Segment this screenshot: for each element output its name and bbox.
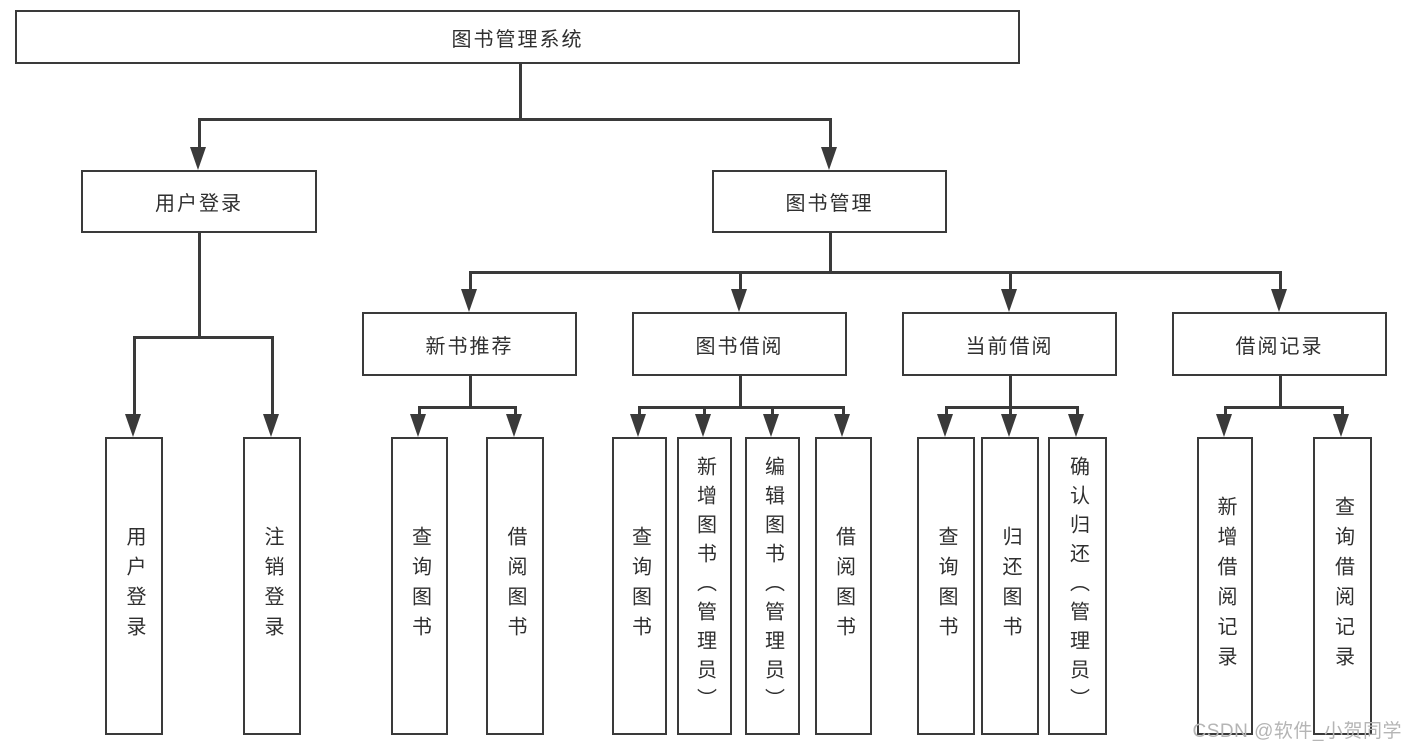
leaf-label: 新增图书（管理员） [693,455,716,717]
arrow-down-icon [125,414,141,437]
connector-section-trunk [469,376,472,408]
connector-user-trunk [198,233,201,337]
arrow-down-icon [461,289,477,312]
connector-root-trunk [519,64,522,119]
connector-section-split [945,406,1079,409]
node-book-borrowing: 图书借阅 [632,312,847,376]
leaf-label: 查询图书 [935,526,957,646]
connector-line [1009,271,1012,293]
arrow-down-icon [763,414,779,437]
connector-section-split [418,406,517,409]
node-new-book-recommendation: 新书推荐 [362,312,577,376]
arrow-down-icon [506,414,522,437]
connector-l3-split [469,271,1281,274]
arrow-down-icon [1216,414,1232,437]
watermark-text: CSDN @软件_小贺同学 [1192,721,1402,742]
connector-line [418,406,421,418]
leaf-label: 确认归还（管理员） [1066,455,1089,717]
connector-line [945,406,948,418]
connector-l2-split [198,118,831,121]
arrow-down-icon [1001,414,1017,437]
arrow-down-icon [263,414,279,437]
connector-line [771,406,774,418]
leaf-label: 查询图书 [408,526,431,646]
connector-line [638,406,641,418]
connector-line [739,271,742,293]
arrow-down-icon [695,414,711,437]
leaf-label: 借阅图书 [504,526,526,646]
connector-section-trunk [1009,376,1012,408]
connector-line [842,406,845,418]
leaf-label: 注销登录 [261,526,283,646]
connector-line [829,118,832,148]
connector-section-split [1224,406,1344,409]
leaf-query-books-current: 查询图书 [917,437,975,735]
connector-line [1076,406,1079,418]
connector-line [1279,271,1282,293]
leaf-label: 查询图书 [628,526,651,646]
connector-line [1224,406,1227,418]
node-library-system: 图书管理系统 [15,10,1020,64]
leaf-confirm-return-admin: 确认归还（管理员） [1048,437,1107,735]
arrow-down-icon [821,147,837,170]
arrow-down-icon [190,147,206,170]
leaf-query-books-borrowing: 查询图书 [612,437,667,735]
node-user-login-branch: 用户登录 [81,170,317,233]
node-current-borrowing: 当前借阅 [902,312,1117,376]
arrow-down-icon [1333,414,1349,437]
connector-line [1341,406,1344,418]
connector-line [514,406,517,418]
arrow-down-icon [630,414,646,437]
leaf-label: 借阅图书 [832,526,855,646]
leaf-query-books-recommend: 查询图书 [391,437,448,735]
connector-section-trunk [739,376,742,408]
connector-line [133,336,136,416]
connector-mgmt-trunk [829,233,832,272]
leaf-user-login: 用户登录 [105,437,163,735]
connector-line [198,118,201,148]
leaf-add-book-admin: 新增图书（管理员） [677,437,732,735]
leaf-return-book: 归还图书 [981,437,1039,735]
arrow-down-icon [937,414,953,437]
arrow-down-icon [1001,289,1017,312]
leaf-label: 用户登录 [123,526,145,646]
connector-line [469,271,472,293]
leaf-logout: 注销登录 [243,437,301,735]
arrow-down-icon [1068,414,1084,437]
leaf-borrow-books-recommend: 借阅图书 [486,437,544,735]
connector-line [1009,406,1012,418]
leaf-label: 新增借阅记录 [1214,496,1236,676]
arrow-down-icon [834,414,850,437]
node-borrowing-records: 借阅记录 [1172,312,1387,376]
leaf-label: 查询借阅记录 [1331,496,1354,676]
connector-line [271,336,274,416]
leaf-query-borrow-record: 查询借阅记录 [1313,437,1372,735]
node-book-management: 图书管理 [712,170,947,233]
leaf-edit-book-admin: 编辑图书（管理员） [745,437,800,735]
connector-user-split [133,336,273,339]
arrow-down-icon [410,414,426,437]
connector-section-split [638,406,845,409]
connector-section-trunk [1279,376,1282,408]
arrow-down-icon [731,289,747,312]
arrow-down-icon [1271,289,1287,312]
leaf-label: 归还图书 [999,526,1021,646]
leaf-borrow-books-borrowing: 借阅图书 [815,437,872,735]
leaf-label: 编辑图书（管理员） [761,455,784,717]
connector-line [703,406,706,418]
leaf-add-borrow-record: 新增借阅记录 [1197,437,1253,735]
